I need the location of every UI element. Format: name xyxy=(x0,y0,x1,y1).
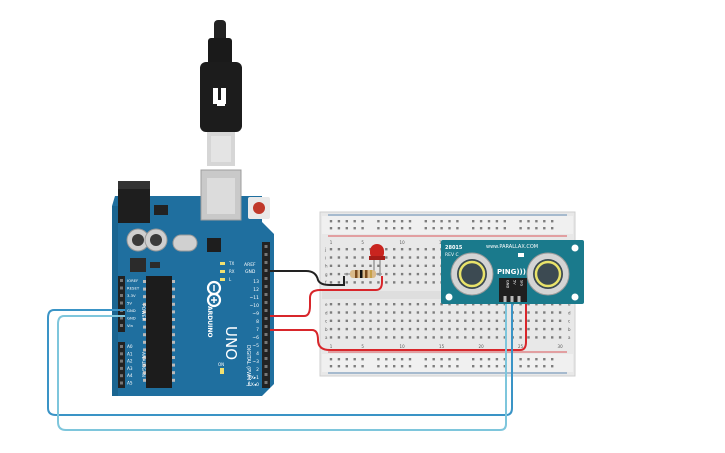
column-number: 15 xyxy=(439,344,445,349)
analog-header-pins xyxy=(120,345,123,385)
aref-label: AREF xyxy=(244,262,256,268)
arduino-logo-icon xyxy=(206,280,222,308)
wire-pin7-red[interactable] xyxy=(270,302,527,351)
row-letter: f xyxy=(325,280,327,285)
digital-header[interactable] xyxy=(262,242,270,388)
brand-label: ARDUINO xyxy=(206,306,213,337)
sensor-pin-label: GND xyxy=(505,280,509,288)
column-number: 5 xyxy=(361,344,364,349)
digital-pin-label: ~9 xyxy=(252,311,259,317)
transducer-left xyxy=(450,252,494,296)
column-number: 1 xyxy=(330,240,333,245)
digital-pin-label: 8 xyxy=(256,319,259,325)
analog-pin-label: A0 xyxy=(127,344,133,349)
wire-5v-cyan[interactable] xyxy=(57,301,519,431)
row-letter: c xyxy=(568,319,570,324)
gnd-label: GND xyxy=(245,269,256,275)
wires[interactable] xyxy=(47,270,527,431)
power-label: POWER xyxy=(140,304,146,321)
row-letter: c xyxy=(325,319,327,324)
row-letter: a xyxy=(325,335,328,340)
row-letter: b xyxy=(325,327,328,332)
sensor-pin-label: SIG xyxy=(519,280,523,286)
digital-pin-label: 12 xyxy=(253,287,259,293)
column-number: 30 xyxy=(558,344,564,349)
power-pin-label: RESET xyxy=(127,286,140,291)
chip-pins xyxy=(143,280,175,382)
digital-pin-label: ~10 xyxy=(250,303,260,309)
mount-hole xyxy=(571,293,579,301)
power-pin-label: 5V xyxy=(127,301,132,306)
sensor-pin-label: 5V xyxy=(512,280,516,285)
digital-pin-label: 7 xyxy=(256,327,259,333)
arduino-uno-board[interactable]: TX RX L ON ARDUINO UNO AREF GND 13 12 ~11 ~… xyxy=(112,169,274,396)
digital-pin-label: ~6 xyxy=(252,335,259,341)
wire-gnd-blue[interactable] xyxy=(47,302,513,416)
row-letter: h xyxy=(325,264,328,269)
column-number: 10 xyxy=(400,344,406,349)
on-label: ON xyxy=(218,362,224,367)
row-letter: d xyxy=(568,310,571,315)
analog-pin-label: A4 xyxy=(127,373,133,378)
ping-ultrasonic-sensor[interactable]: 28015 REV C www.PARALLAX.COM PING))) GND… xyxy=(441,240,584,304)
power-pin-label: GND xyxy=(127,308,136,313)
digital-pin-label: ~3 xyxy=(252,359,259,365)
row-letter: a xyxy=(568,335,571,340)
sensor-rev: REV C xyxy=(445,252,459,258)
analog-pin-label: A5 xyxy=(127,381,133,386)
digital-pin-labels: 13 12 ~11 ~10 ~9 8 7 ~6 ~5 4 ~3 2TX▸1RX◂0 xyxy=(247,279,259,388)
wire-pin9-red[interactable] xyxy=(270,276,383,317)
analog-pin-label: A2 xyxy=(127,359,133,364)
row-letter: b xyxy=(568,327,571,332)
column-number: 5 xyxy=(361,240,364,245)
row-letter: i xyxy=(325,255,326,260)
analog-pin-label: A3 xyxy=(127,366,133,371)
digital-pin-label: 13 xyxy=(253,279,259,285)
row-letter: j xyxy=(324,247,326,252)
column-number: 10 xyxy=(400,240,406,245)
digital-header-pins xyxy=(264,245,268,384)
digital-pin-label: 2 xyxy=(256,367,259,373)
usb-cable[interactable] xyxy=(200,20,242,166)
analog-label: ANALOG IN xyxy=(140,352,146,377)
sensor-model: 28015 xyxy=(445,245,463,251)
analog-pin-label: A1 xyxy=(127,351,133,356)
wire-gnd-black[interactable] xyxy=(270,270,345,286)
digital-pin-label: ~5 xyxy=(252,343,259,349)
row-letter: d xyxy=(325,310,328,315)
model-label: UNO xyxy=(222,326,240,360)
power-pin-label: 3.3V xyxy=(127,293,136,298)
column-number: 1 xyxy=(330,344,333,349)
sensor-brand: www.PARALLAX.COM xyxy=(486,244,538,250)
analog-header[interactable] xyxy=(118,342,125,388)
sensor-name: PING))) xyxy=(497,268,526,276)
rx-label: RX xyxy=(229,269,235,274)
power-pin-label: IOREF xyxy=(127,278,138,283)
tx1-label: TX▸1 xyxy=(247,375,259,381)
column-number: 20 xyxy=(479,344,485,349)
column-number: 25 xyxy=(518,344,524,349)
l-label: L xyxy=(229,277,232,282)
rx0-label: RX◂0 xyxy=(248,382,259,388)
mount-hole xyxy=(445,293,453,301)
row-letter: g xyxy=(325,272,328,277)
digital-pin-label: ~11 xyxy=(250,295,260,301)
mount-hole xyxy=(571,244,579,252)
power-pin-labels: IOREF RESET 3.3V 5V GND GND Vin xyxy=(127,278,140,328)
microcontroller-chip xyxy=(146,276,172,388)
digital-pwm-label: DIGITAL (PWM~) xyxy=(245,345,251,387)
row-letter: e xyxy=(325,302,328,307)
power-pin-label: GND xyxy=(127,316,136,321)
digital-pin-label: 4 xyxy=(256,351,259,357)
transducer-right xyxy=(526,252,570,296)
power-pin-label: Vin xyxy=(127,323,134,328)
resistor[interactable] xyxy=(344,270,382,278)
row-letter: e xyxy=(568,302,571,307)
tx-label: TX xyxy=(228,261,234,266)
